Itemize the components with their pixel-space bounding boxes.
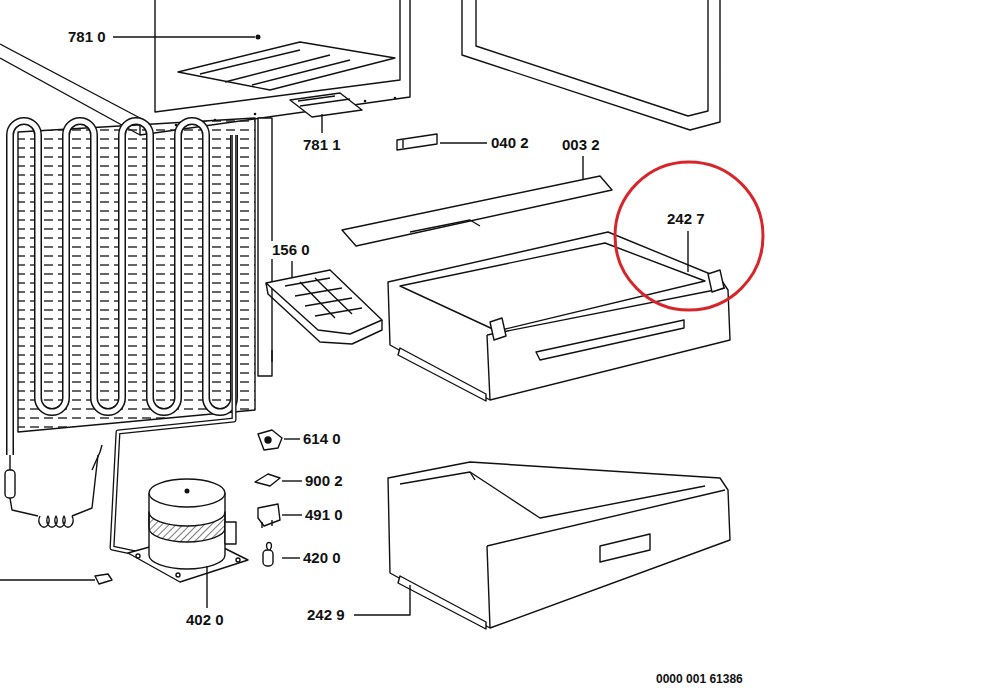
bracket-part xyxy=(397,134,437,150)
capacitor xyxy=(263,543,273,567)
callout-number: 781 0 xyxy=(67,28,107,46)
callout-number: 242 7 xyxy=(666,210,706,228)
drawing-number: 0000 001 61386 xyxy=(655,672,744,686)
overload-part xyxy=(255,474,280,486)
callout-number: 420 0 xyxy=(302,549,342,567)
highlight-circle: 242 7 xyxy=(612,159,766,313)
drawer xyxy=(388,462,730,629)
compressor xyxy=(128,479,248,582)
callout-number: 781 1 xyxy=(302,136,342,154)
freezer-compartment xyxy=(0,0,410,135)
callout-number: 040 2 xyxy=(490,134,530,152)
highlight-circle-outline xyxy=(615,162,763,310)
ice-tray xyxy=(266,270,382,344)
drawer xyxy=(388,232,730,401)
callout-number: 491 0 xyxy=(304,506,344,524)
callout-number: 614 0 xyxy=(302,430,342,448)
callout-number: 003 2 xyxy=(561,136,601,154)
callout-number: 402 0 xyxy=(185,611,225,629)
leader-line xyxy=(113,37,688,615)
callout-number: 242 9 xyxy=(306,606,346,624)
strip-part xyxy=(290,93,362,117)
callout-number: 156 0 xyxy=(271,241,311,259)
plate-part xyxy=(342,176,612,246)
relay-part xyxy=(258,430,282,450)
highlight-circle-outline xyxy=(612,159,766,313)
condenser xyxy=(5,118,272,556)
callout-number: 900 2 xyxy=(304,472,344,490)
door xyxy=(462,0,720,130)
